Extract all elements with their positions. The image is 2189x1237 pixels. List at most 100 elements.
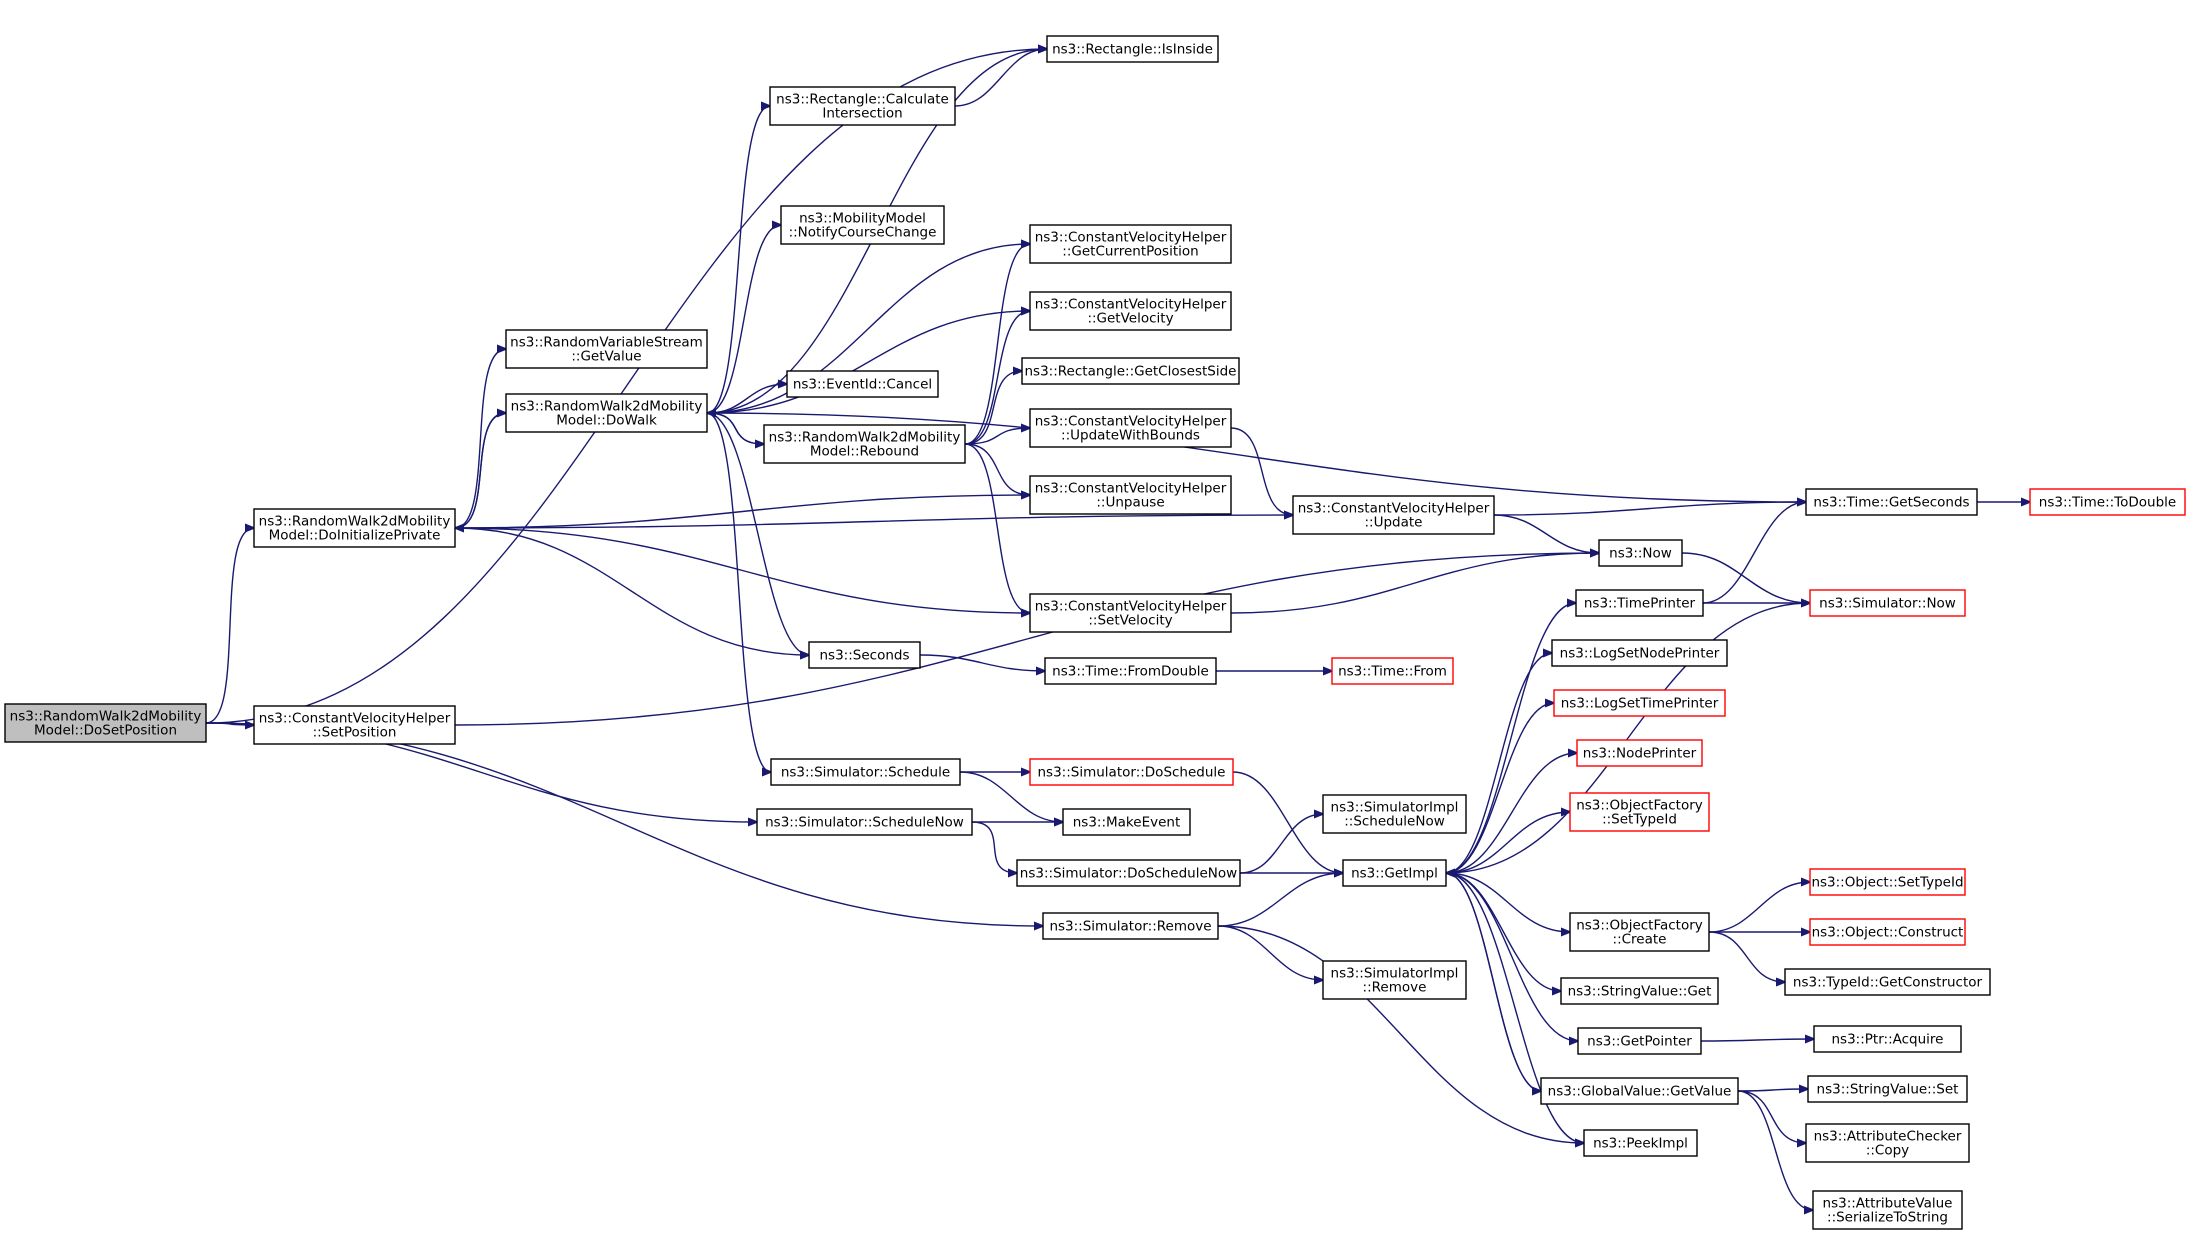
edge-n6-to-n27	[971, 821, 1017, 873]
node-ns3-eventid-cancel[interactable]: ns3::EventId::Cancel	[786, 370, 939, 398]
node-label: ::SetVelocity	[1088, 613, 1172, 629]
node-ns3-simulatorimpl-schedulenow[interactable]: ns3::SimulatorImpl::ScheduleNow	[1322, 794, 1467, 834]
edge-n42-to-n47	[1737, 1089, 1808, 1091]
edge-n22-to-n11	[1230, 427, 1293, 515]
node-label: ns3::EventId::Cancel	[793, 377, 932, 393]
node-ns3-mobilitymodel-notifycoursechange[interactable]: ns3::MobilityModel::NotifyCourseChange	[780, 205, 945, 245]
node-label: ns3::Object::Construct	[1812, 925, 1964, 941]
node-label: ns3::Simulator::Now	[1819, 596, 1956, 612]
node-box	[1598, 539, 1683, 567]
edge-n9-to-n15	[706, 225, 781, 414]
node-ns3-time-from[interactable]: ns3::Time::From	[1331, 657, 1454, 685]
node-label: ns3::ConstantVelocityHelper	[1035, 599, 1227, 615]
node-ns3-constantvelocityhelper-setposition[interactable]: ns3::ConstantVelocityHelper::SetPosition	[253, 705, 456, 745]
node-ns3-peekimpl[interactable]: ns3::PeekImpl	[1583, 1129, 1698, 1157]
node-ns3-object-settypeid[interactable]: ns3::Object::SetTypeId	[1809, 868, 1966, 896]
node-label: ns3::Simulator::DoScheduleNow	[1020, 866, 1237, 882]
node-ns3-typeid-getconstructor[interactable]: ns3::TypeId::GetConstructor	[1784, 968, 1991, 996]
node-ns3-constantvelocityhelper-getcurrentposition[interactable]: ns3::ConstantVelocityHelper::GetCurrentP…	[1029, 224, 1232, 264]
node-ns3-simulatorimpl-remove[interactable]: ns3::SimulatorImpl::Remove	[1322, 960, 1467, 1000]
node-ns3-stringvalue-set[interactable]: ns3::StringValue::Set	[1807, 1075, 1968, 1103]
edge-n29-to-n31	[1445, 872, 1584, 1143]
node-label: ns3::TypeId::GetConstructor	[1793, 975, 1983, 991]
node-label: ::Unpause	[1096, 495, 1164, 511]
edge-n4-to-n5	[454, 553, 1599, 726]
edge-n7-to-n29	[1217, 873, 1343, 927]
edge-n41-to-n46	[1700, 1039, 1814, 1041]
node-ns3-time-todouble[interactable]: ns3::Time::ToDouble	[2029, 488, 2186, 516]
node-label: ::Update	[1365, 515, 1423, 531]
edge-n29-to-n36	[1445, 703, 1554, 874]
edge-n25-to-n29	[1232, 771, 1343, 873]
node-ns3-attributechecker-copy[interactable]: ns3::AttributeChecker::Copy	[1805, 1123, 1970, 1163]
node-ns3-timeprinter[interactable]: ns3::TimePrinter	[1575, 589, 1704, 617]
node-ns3-simulator-schedulenow[interactable]: ns3::Simulator::ScheduleNow	[756, 808, 973, 836]
node-ns3-simulator-remove[interactable]: ns3::Simulator::Remove	[1042, 912, 1219, 940]
node-box	[786, 370, 939, 398]
node-label: ns3::PeekImpl	[1593, 1136, 1688, 1152]
node-label: ns3::StringValue::Get	[1568, 984, 1712, 1000]
node-ns3-logsettimeprinter[interactable]: ns3::LogSetTimePrinter	[1553, 689, 1726, 717]
node-ns3-logsetnodeprinter[interactable]: ns3::LogSetNodePrinter	[1551, 639, 1728, 667]
node-ns3-ptr-acquire[interactable]: ns3::Ptr::Acquire	[1813, 1025, 1962, 1053]
node-ns3-randomvariablestream-getvalue[interactable]: ns3::RandomVariableStream::GetValue	[505, 329, 708, 369]
edge-n1-to-n12	[454, 527, 1030, 613]
node-ns3-constantvelocityhelper-update[interactable]: ns3::ConstantVelocityHelper::Update	[1292, 495, 1495, 535]
node-label: ::GetVelocity	[1087, 311, 1173, 327]
node-ns3-object-construct[interactable]: ns3::Object::Construct	[1809, 918, 1966, 946]
node-ns3-time-getseconds[interactable]: ns3::Time::GetSeconds	[1805, 488, 1978, 516]
node-box	[1029, 408, 1232, 448]
node-label: ns3::ConstantVelocityHelper	[259, 711, 451, 727]
node-ns3-makeevent[interactable]: ns3::MakeEvent	[1062, 808, 1191, 836]
node-ns3-getpointer[interactable]: ns3::GetPointer	[1577, 1027, 1702, 1055]
edge-n1-to-n13	[454, 527, 809, 655]
node-ns3-constantvelocityhelper-setvelocity[interactable]: ns3::ConstantVelocityHelper::SetVelocity	[1029, 593, 1232, 633]
node-ns3-simulator-now[interactable]: ns3::Simulator::Now	[1809, 589, 1966, 617]
edge-n19-to-n9	[707, 413, 765, 445]
node-ns3-rectangle-isinside[interactable]: ns3::Rectangle::IsInside	[1046, 35, 1219, 63]
node-label: ns3::Simulator::Remove	[1049, 919, 1211, 935]
node-ns3-objectfactory-settypeid[interactable]: ns3::ObjectFactory::SetTypeId	[1569, 792, 1710, 832]
node-ns3-randomwalk2dmobility-model-dosetposition[interactable]: ns3::RandomWalk2dMobilityModel::DoSetPos…	[4, 703, 207, 743]
node-ns3-objectfactory-create[interactable]: ns3::ObjectFactory::Create	[1569, 912, 1710, 952]
node-label: ns3::Simulator::ScheduleNow	[765, 815, 964, 831]
node-ns3-attributevalue-serializetostring[interactable]: ns3::AttributeValue::SerializeToString	[1812, 1190, 1963, 1230]
edge-n12-to-n5	[1230, 553, 1599, 614]
edge-n1-to-n11	[454, 515, 1293, 529]
edge-n29-to-n39	[1445, 872, 1570, 932]
node-label: ns3::Now	[1609, 546, 1672, 562]
node-label: Intersection	[822, 106, 902, 122]
node-ns3-time-fromdouble[interactable]: ns3::Time::FromDouble	[1044, 657, 1217, 685]
edge-n9-to-n13	[706, 412, 809, 655]
node-ns3-randomwalk2dmobility-model-doinitializeprivate[interactable]: ns3::RandomWalk2dMobilityModel::DoInitia…	[253, 508, 456, 548]
node-ns3-rectangle-getclosestside[interactable]: ns3::Rectangle::GetClosestSide	[1021, 357, 1240, 385]
node-ns3-simulator-doschedulenow[interactable]: ns3::Simulator::DoScheduleNow	[1016, 859, 1241, 887]
node-ns3-simulator-doschedule[interactable]: ns3::Simulator::DoSchedule	[1029, 758, 1234, 786]
node-ns3-constantvelocityhelper-unpause[interactable]: ns3::ConstantVelocityHelper::Unpause	[1029, 475, 1232, 515]
node-ns3-stringvalue-get[interactable]: ns3::StringValue::Get	[1560, 977, 1719, 1005]
node-ns3-globalvalue-getvalue[interactable]: ns3::GlobalValue::GetValue	[1540, 1077, 1739, 1105]
node-box	[1044, 657, 1217, 685]
node-label: ns3::Simulator::Schedule	[781, 765, 950, 781]
edge-n7-to-n30	[1217, 925, 1323, 980]
node-ns3-simulator-schedule[interactable]: ns3::Simulator::Schedule	[770, 758, 961, 786]
node-ns3-seconds[interactable]: ns3::Seconds	[808, 641, 921, 669]
node-label: ns3::Rectangle::GetClosestSide	[1025, 364, 1237, 380]
node-label: ns3::ConstantVelocityHelper	[1035, 414, 1227, 430]
node-ns3-constantvelocityhelper-getvelocity[interactable]: ns3::ConstantVelocityHelper::GetVelocity	[1029, 291, 1232, 331]
node-ns3-constantvelocityhelper-updatewithbounds[interactable]: ns3::ConstantVelocityHelper::UpdateWithB…	[1029, 408, 1232, 448]
node-ns3-nodeprinter[interactable]: ns3::NodePrinter	[1576, 739, 1703, 767]
edge-n39-to-n45	[1708, 931, 1785, 982]
node-ns3-now[interactable]: ns3::Now	[1598, 539, 1683, 567]
node-box	[1029, 758, 1234, 786]
node-label: ::SetPosition	[313, 725, 397, 741]
node-box	[1551, 639, 1728, 667]
node-box	[2029, 488, 2186, 516]
node-box	[1021, 357, 1240, 385]
node-label: ns3::Time::From	[1338, 664, 1447, 680]
edge-n11-to-n3	[1493, 502, 1806, 516]
node-ns3-getimpl[interactable]: ns3::GetImpl	[1342, 859, 1447, 887]
